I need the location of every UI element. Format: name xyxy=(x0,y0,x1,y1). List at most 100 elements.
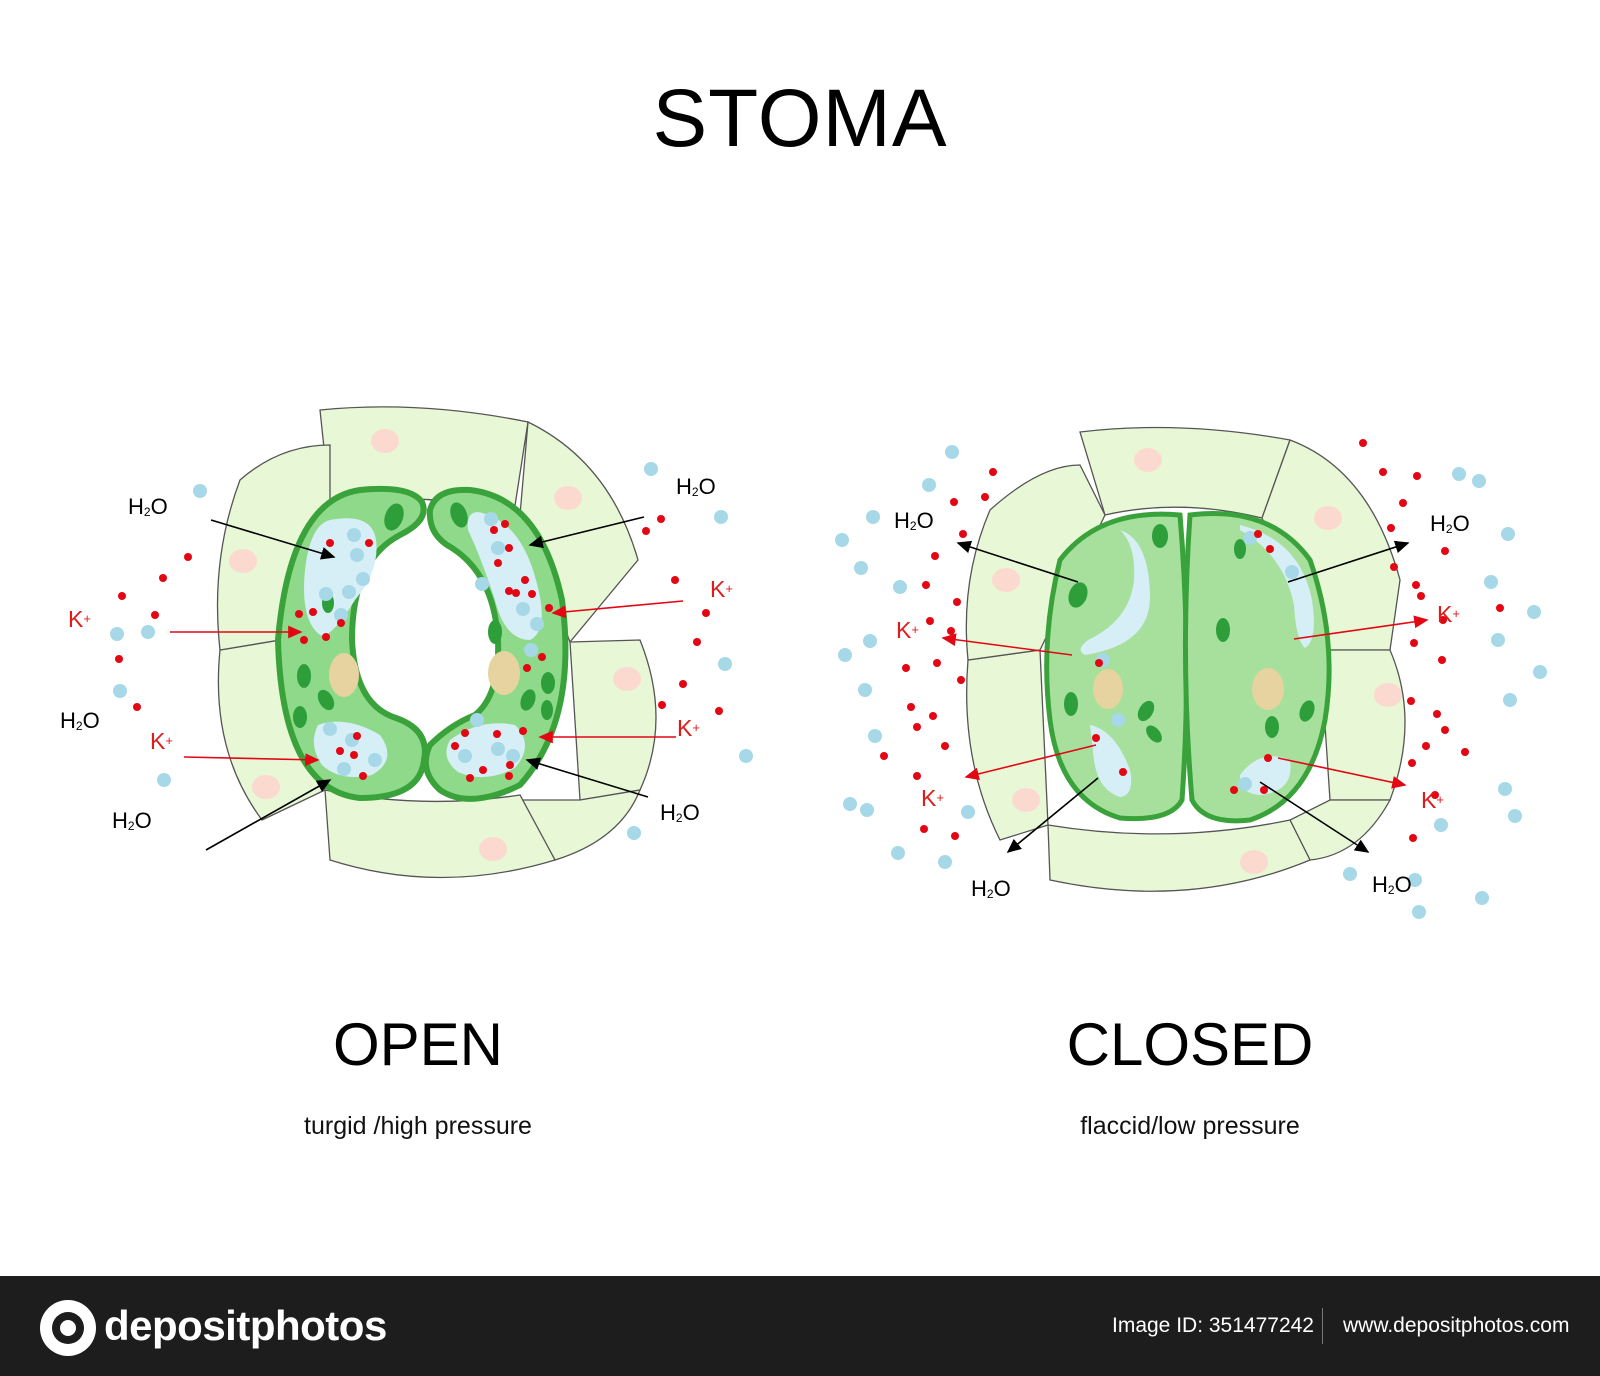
open-water-label-1: H2O xyxy=(128,494,168,519)
potassium-ion-dot xyxy=(702,609,710,617)
water-molecule-dot xyxy=(484,512,498,526)
potassium-ion-dot xyxy=(184,553,192,561)
potassium-ion-dot xyxy=(1441,726,1449,734)
open-water-label-3: H2O xyxy=(60,708,100,733)
potassium-ion-dot xyxy=(1438,656,1446,664)
open-water-label-2: H2O xyxy=(676,474,716,499)
potassium-ion-dot xyxy=(679,680,687,688)
potassium-ion-dot xyxy=(1409,834,1417,842)
potassium-ion-dot xyxy=(902,664,910,672)
potassium-ion-dot xyxy=(693,638,701,646)
open-water-label-4: H2O xyxy=(112,808,152,833)
site-url[interactable]: www.depositphotos.com xyxy=(1343,1314,1570,1337)
potassium-ion-dot xyxy=(1359,439,1367,447)
water-molecule-dot xyxy=(1533,665,1547,679)
water-molecule-dot xyxy=(835,533,849,547)
water-molecule-dot xyxy=(347,528,361,542)
water-molecule-dot xyxy=(506,749,520,763)
water-molecule-dot xyxy=(1491,633,1505,647)
potassium-ion-dot xyxy=(118,592,126,600)
water-molecule-dot xyxy=(1285,565,1299,579)
potassium-ion-dot xyxy=(490,526,498,534)
water-molecule-dot xyxy=(1484,575,1498,589)
water-molecule-dot xyxy=(1243,531,1257,545)
potassium-ion-dot xyxy=(951,832,959,840)
water-molecule-dot xyxy=(714,510,728,524)
open-water-label-5: H2O xyxy=(660,800,700,825)
closed-epidermal-cells xyxy=(965,426,1406,892)
closed-water-label-4: H2O xyxy=(1372,872,1412,897)
potassium-ion-dot xyxy=(1230,786,1238,794)
water-molecule-dot xyxy=(1238,777,1252,791)
water-molecule-dot xyxy=(334,608,348,622)
water-molecule-dot xyxy=(1412,905,1426,919)
potassium-ion-dot xyxy=(493,730,501,738)
depositphotos-logo-icon xyxy=(40,1300,96,1356)
potassium-ion-dot xyxy=(494,559,502,567)
water-molecule-dot xyxy=(193,484,207,498)
water-molecule-dot xyxy=(1503,693,1517,707)
water-molecule-dot xyxy=(1498,782,1512,796)
water-molecule-dot xyxy=(644,462,658,476)
water-molecule-dot xyxy=(627,826,641,840)
potassium-ion-dot xyxy=(657,515,665,523)
footer-divider xyxy=(1322,1308,1323,1344)
water-molecule-dot xyxy=(1343,867,1357,881)
water-molecule-dot xyxy=(858,683,872,697)
closed-state-label: CLOSED xyxy=(1066,1011,1314,1078)
water-molecule-dot xyxy=(739,749,753,763)
potassium-ion-dot xyxy=(151,611,159,619)
potassium-ion-dot xyxy=(959,530,967,538)
potassium-ion-dot xyxy=(466,774,474,782)
water-molecule-dot xyxy=(922,478,936,492)
image-id: Image ID: 351477242 xyxy=(1112,1314,1314,1337)
water-molecules xyxy=(110,445,1547,919)
water-molecule-dot xyxy=(938,855,952,869)
open-potassium-label-2: K+ xyxy=(150,728,173,754)
potassium-ion-dot xyxy=(1119,768,1127,776)
potassium-ions xyxy=(115,439,1504,842)
potassium-ion-dot xyxy=(1413,472,1421,480)
potassium-ion-dot xyxy=(1412,581,1420,589)
closed-water-label-2: H2O xyxy=(1430,511,1470,536)
water-molecule-dot xyxy=(491,742,505,756)
potassium-ion-dot xyxy=(981,493,989,501)
potassium-ion-dot xyxy=(1407,697,1415,705)
potassium-ion-dot xyxy=(941,742,949,750)
water-molecule-dot xyxy=(866,510,880,524)
potassium-ion-dot xyxy=(159,574,167,582)
potassium-ion-dot xyxy=(1266,545,1274,553)
potassium-ion-dot xyxy=(1390,563,1398,571)
potassium-ion-dot xyxy=(907,703,915,711)
water-molecule-dot xyxy=(1501,527,1515,541)
water-molecule-dot xyxy=(458,749,472,763)
potassium-ion-dot xyxy=(1399,499,1407,507)
potassium-ion-dot xyxy=(1433,710,1441,718)
closed-potassium-label-3: K+ xyxy=(921,785,944,811)
potassium-ion-dot xyxy=(300,636,308,644)
water-molecule-dot xyxy=(524,643,538,657)
potassium-ion-dot xyxy=(528,590,536,598)
potassium-ion-dot xyxy=(461,729,469,737)
water-molecule-dot xyxy=(470,713,484,727)
potassium-ion-dot xyxy=(658,701,666,709)
potassium-ion-dot xyxy=(953,598,961,606)
potassium-ion-dot xyxy=(479,766,487,774)
closed-guard-cell-left xyxy=(1044,511,1190,822)
open-stoma xyxy=(216,406,657,879)
water-molecule-dot xyxy=(323,722,337,736)
water-molecule-dot xyxy=(843,797,857,811)
water-molecule-dot xyxy=(1475,891,1489,905)
potassium-ion-dot xyxy=(947,627,955,635)
potassium-ion-dot xyxy=(545,604,553,612)
potassium-ion-dot xyxy=(295,610,303,618)
closed-stoma xyxy=(965,426,1406,892)
closed-water-arrows xyxy=(956,540,1410,854)
potassium-ion-dot xyxy=(957,676,965,684)
potassium-ion-dot xyxy=(1254,530,1262,538)
potassium-ion-dot xyxy=(1441,547,1449,555)
potassium-ion-dot xyxy=(523,664,531,672)
water-molecule-dot xyxy=(868,729,882,743)
brand-name: depositphotos xyxy=(104,1302,387,1349)
potassium-ion-dot xyxy=(359,772,367,780)
